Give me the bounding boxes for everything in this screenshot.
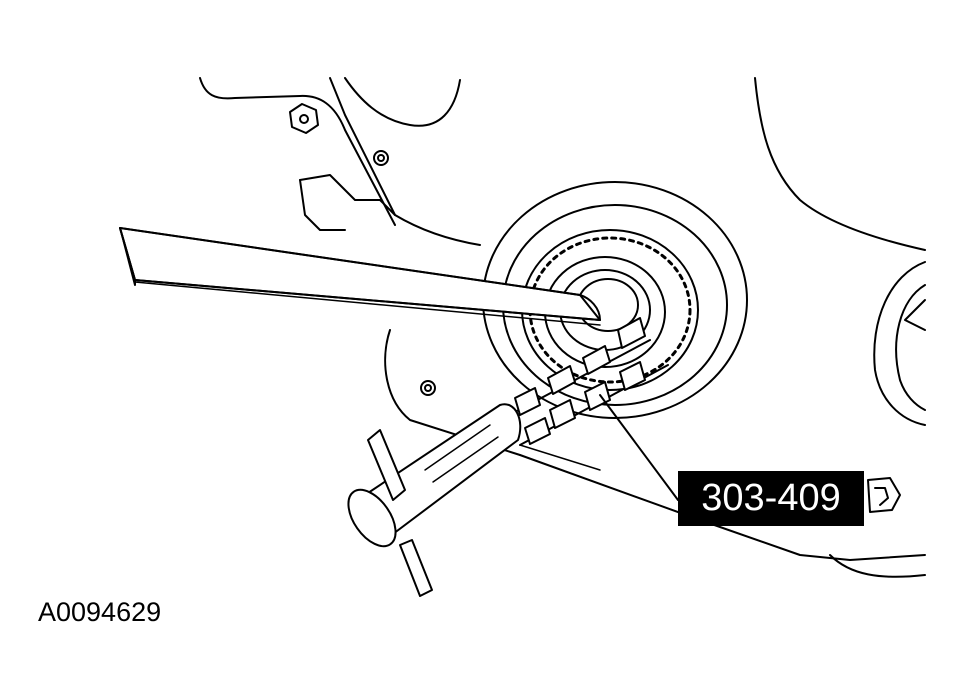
bolt-small-lower (420, 380, 436, 396)
engine-housing (199, 77, 926, 578)
tool-handle (347, 403, 522, 597)
figure-id: A0094629 (38, 597, 162, 627)
holding-bar (119, 227, 601, 326)
installer-tool (499, 317, 669, 446)
right-pulley (873, 261, 926, 426)
bolt-small-upper (373, 150, 389, 166)
callout-leader (599, 394, 679, 501)
bolt-upper (289, 103, 319, 134)
bolt-right (867, 477, 901, 513)
tool-number-callout: 303-409 (678, 471, 864, 526)
